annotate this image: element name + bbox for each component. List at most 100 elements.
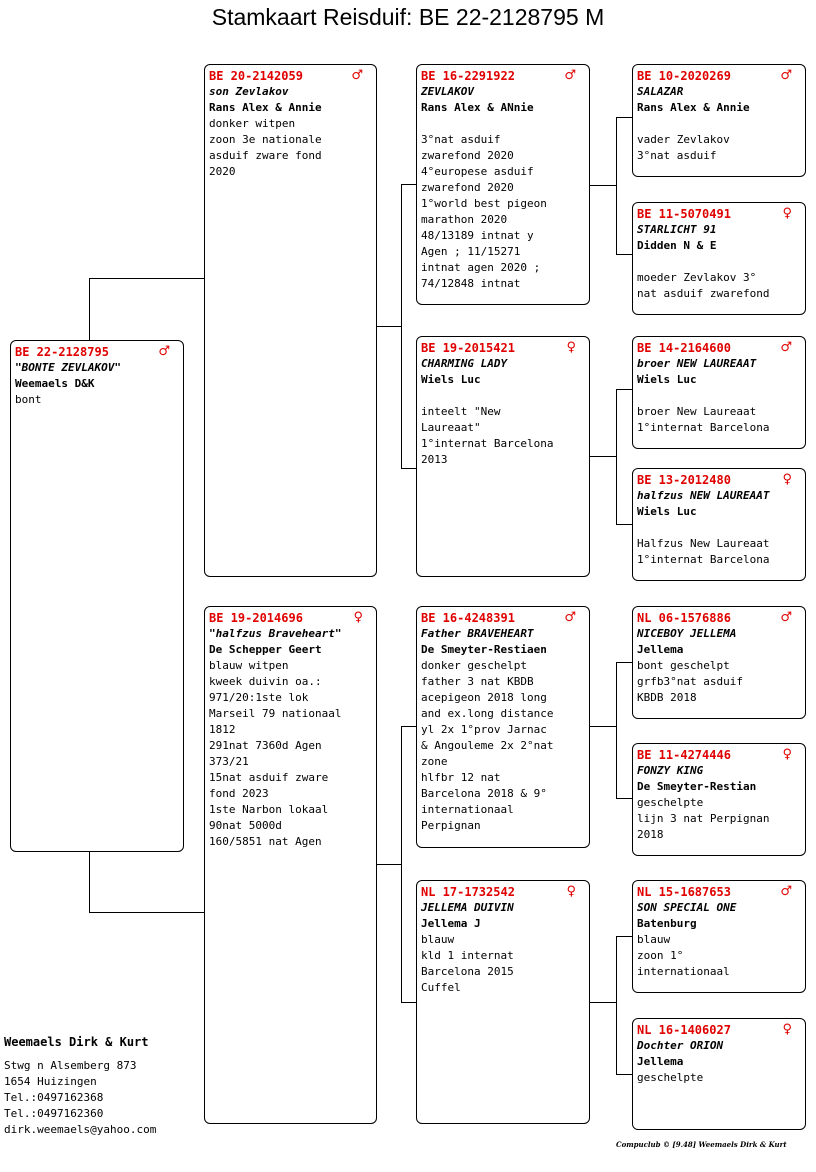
female-icon: ♀ [782, 472, 792, 487]
breeder-phone-1: Tel.:0497162368 [4, 1091, 104, 1104]
pigeon-card-subject[interactable]: BE 22-2128795♂ "BONTE ZEVLAKOV" Weemaels… [10, 340, 184, 852]
male-icon: ♂ [780, 610, 792, 625]
female-icon: ♀ [353, 610, 363, 625]
pigeon-owner: Weemaels D&K [15, 377, 95, 390]
connector-line [616, 389, 617, 524]
pigeon-name: broer NEW LAUREAAT [637, 357, 757, 370]
pigeon-name: ZEVLAKOV [421, 85, 474, 98]
connector-line [401, 1002, 417, 1003]
pigeon-card-mff[interactable]: NL 06-1576886♂ NICEBOY JELLEMA Jellema b… [632, 606, 806, 719]
breeder-address: Stwg n Alsemberg 873 [4, 1059, 137, 1072]
pigeon-owner: Batenburg [637, 917, 697, 930]
female-icon: ♀ [782, 1022, 792, 1037]
male-icon: ♂ [780, 68, 792, 83]
pigeon-name: Father BRAVEHEART [421, 627, 534, 640]
pigeon-name: halfzus NEW LAUREAAT [637, 489, 770, 502]
pigeon-info: blauw zoon 1° internationaal [637, 933, 730, 978]
male-icon: ♂ [780, 340, 792, 355]
connector-line [616, 798, 633, 799]
pigeon-name: "BONTE ZEVLAKOV" [15, 361, 121, 374]
pigeon-owner: Wiels Luc [421, 373, 481, 386]
connector-line [589, 726, 616, 727]
pigeon-info: donker witpen zoon 3e nationale asduif z… [209, 117, 322, 178]
pigeon-card-fmm[interactable]: BE 13-2012480♀ halfzus NEW LAUREAAT Wiel… [632, 468, 806, 581]
breeder-city: 1654 Huizingen [4, 1075, 97, 1088]
pigeon-info: geschelpte [637, 1071, 704, 1084]
connector-line [401, 184, 417, 185]
pigeon-card-mother[interactable]: BE 19-2014696♀ "halfzus Braveheart" De S… [204, 606, 377, 1124]
ring-number: NL 15-1687653 [637, 885, 731, 899]
pigeon-card-ffm[interactable]: BE 11-5070491♀ STARLICHT 91 Didden N & E… [632, 202, 806, 315]
pigeon-owner: De Smeyter-Restian [637, 780, 757, 793]
pigeon-card-mf[interactable]: BE 16-4248391♂ Father BRAVEHEART De Smey… [416, 606, 590, 848]
pigeon-info: Halfzus New Laureaat 1°internat Barcelon… [637, 537, 770, 566]
pigeon-info: bont [15, 393, 42, 406]
connector-line [89, 278, 204, 279]
pigeon-owner: Jellema [637, 1055, 684, 1068]
pigeon-info: 3°nat asduif zwarefond 2020 4°europese a… [421, 133, 547, 290]
pigeon-owner: De Smeyter-Restiaen [421, 643, 547, 656]
footer-credit: Compuclub © [9.48] Weemaels Dirk & Kurt [616, 1140, 787, 1149]
female-icon: ♀ [782, 206, 792, 221]
male-icon: ♂ [158, 344, 170, 359]
pigeon-info: broer New Laureaat 1°internat Barcelona [637, 405, 770, 434]
pigeon-name: NICEBOY JELLEMA [637, 627, 737, 640]
pigeon-name: son Zevlakov [209, 85, 289, 98]
breeder-email[interactable]: dirk.weemaels@yahoo.com [4, 1123, 157, 1136]
connector-line [616, 936, 617, 1074]
pigeon-card-mmf[interactable]: NL 15-1687653♂ SON SPECIAL ONE Batenburg… [632, 880, 806, 993]
pigeon-name: CHARMING LADY [421, 357, 508, 370]
connector-line [401, 726, 402, 1002]
pigeon-card-mmm[interactable]: NL 16-1406027♀ Dochter ORION Jellema ges… [632, 1018, 806, 1130]
connector-line [616, 662, 617, 798]
ring-number: BE 16-2291922 [421, 69, 515, 83]
ring-number: NL 17-1732542 [421, 885, 515, 899]
pigeon-card-mm[interactable]: NL 17-1732542♀ JELLEMA DUIVIN Jellema J … [416, 880, 590, 1124]
ring-number: NL 16-1406027 [637, 1023, 731, 1037]
pigeon-card-fm[interactable]: BE 19-2015421 ♀ CHARMING LADY Wiels Luc i… [416, 336, 590, 577]
connector-line [616, 662, 633, 663]
connector-line [589, 456, 616, 457]
female-icon: ♀ [566, 340, 576, 355]
pigeon-info: moeder Zevlakov 3° nat asduif zwarefond [637, 271, 770, 300]
connector-line [401, 468, 417, 469]
male-icon: ♂ [564, 610, 576, 625]
pigeon-card-fmf[interactable]: BE 14-2164600♂ broer NEW LAUREAAT Wiels … [632, 336, 806, 449]
breeder-phone-2: Tel.:0497162360 [4, 1107, 104, 1120]
pigeon-card-mfm[interactable]: BE 11-4274446 ♀ FONZY KING De Smeyter-Res… [632, 743, 806, 856]
pigeon-info: blauw witpen kweek duivin oa.: 971/20:1s… [209, 659, 342, 848]
pigeon-card-ff[interactable]: BE 16-2291922 ♂ ZEVLAKOV Rans Alex & ANni… [416, 64, 590, 305]
pigeon-info: bont geschelpt grfb3°nat asduif KBDB 201… [637, 659, 743, 704]
pigeon-info: geschelpte lijn 3 nat Perpignan 2018 [637, 796, 770, 841]
ring-number: BE 19-2014696 [209, 611, 303, 625]
pigeon-owner: Rans Alex & Annie [637, 101, 750, 114]
pigeon-owner: Rans Alex & ANnie [421, 101, 534, 114]
pigeon-name: "halfzus Braveheart" [209, 627, 342, 640]
male-icon: ♂ [564, 68, 576, 83]
pigeon-owner: Wiels Luc [637, 373, 697, 386]
connector-line [616, 117, 617, 254]
connector-line [589, 1002, 616, 1003]
connector-line [89, 912, 204, 913]
pigeon-name: JELLEMA DUIVIN [421, 901, 514, 914]
pigeon-name: FONZY KING [637, 764, 704, 777]
pigeon-info: inteelt "New Laureaat" 1°internat Barcel… [421, 405, 554, 466]
connector-line [616, 117, 633, 118]
male-icon: ♂ [780, 884, 792, 899]
pigeon-name: STARLICHT 91 [637, 223, 717, 236]
connector-line [401, 184, 402, 468]
pigeon-owner: Didden N & E [637, 239, 717, 252]
ring-number: BE 19-2015421 [421, 341, 515, 355]
connector-line [89, 851, 90, 912]
ring-number: BE 11-4274446 [637, 748, 731, 762]
male-icon: ♂ [351, 68, 363, 83]
connector-line [616, 936, 633, 937]
pigeon-card-fff[interactable]: BE 10-2020269♂ SALAZAR Rans Alex & Annie… [632, 64, 806, 177]
ring-number: BE 10-2020269 [637, 69, 731, 83]
pigeon-card-father[interactable]: BE 20-2142059♂ son Zevlakov Rans Alex & … [204, 64, 377, 577]
pigeon-owner: Jellema J [421, 917, 481, 930]
connector-line [616, 524, 633, 525]
pigeon-owner: Jellema [637, 643, 684, 656]
female-icon: ♀ [782, 747, 792, 762]
pigeon-info: donker geschelpt father 3 nat KBDB acepi… [421, 659, 554, 832]
